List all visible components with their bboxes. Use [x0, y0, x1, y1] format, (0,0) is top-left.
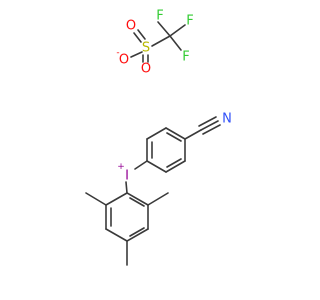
nitrile-triple-center — [200, 120, 219, 131]
bond-s-oneg — [130, 51, 143, 58]
cyanophenyl: N — [146, 112, 232, 173]
bond-ring-nitrile-c — [184, 129, 202, 140]
methyl-left — [85, 192, 107, 206]
atom-o-down: O — [141, 62, 151, 77]
structure-diagram: F F F F F F F F F S O - O O — [0, 0, 300, 300]
bond-c-f-right — [169, 24, 186, 37]
atom-f-lower: F — [182, 50, 189, 65]
bond-i-mesityl — [125, 181, 128, 194]
bond-c-f-top — [157, 21, 171, 37]
ring-b-1 — [105, 192, 128, 206]
iodonium: I + — [117, 160, 148, 194]
nitrile-triple-upper — [198, 116, 217, 127]
atom-f-right: F — [186, 14, 193, 29]
ring-a-2 — [146, 127, 167, 140]
methyl-right — [147, 192, 169, 206]
atom-f-top: F — [156, 9, 163, 24]
triflate-anion: F F F S O - O O — [116, 9, 193, 77]
ring-b-inner-2 — [129, 227, 145, 237]
atom-n: N — [222, 112, 232, 127]
nitrile-triple-lower — [202, 124, 221, 135]
ring-a-inner-2 — [166, 132, 182, 142]
bond-c-f-lower — [169, 35, 182, 51]
bond-i-aryl — [134, 160, 148, 170]
atom-o-neg: O — [119, 53, 129, 68]
charge-minus: - — [116, 48, 119, 58]
ring-b-6 — [126, 192, 149, 206]
mesityl — [85, 192, 169, 266]
ring-b-4 — [126, 228, 149, 242]
ring-b-inner-3 — [129, 197, 145, 207]
bond-s-o-up-b — [137, 29, 146, 40]
background — [0, 0, 300, 300]
ring-b-3 — [105, 228, 128, 242]
ring-a-6 — [146, 160, 167, 173]
bond-c-s — [151, 35, 171, 47]
charge-plus: + — [117, 162, 125, 172]
ring-a-5 — [165, 160, 186, 173]
ring-a-3 — [165, 127, 186, 140]
molecule-final: F F F S O - O O N I + — [0, 0, 300, 300]
ring-a-inner-3 — [166, 158, 182, 168]
bond-s-o-up-a — [133, 32, 142, 43]
atom-o-up: O — [126, 19, 136, 34]
atom-i: I — [125, 169, 129, 184]
atom-s: S — [142, 41, 150, 56]
